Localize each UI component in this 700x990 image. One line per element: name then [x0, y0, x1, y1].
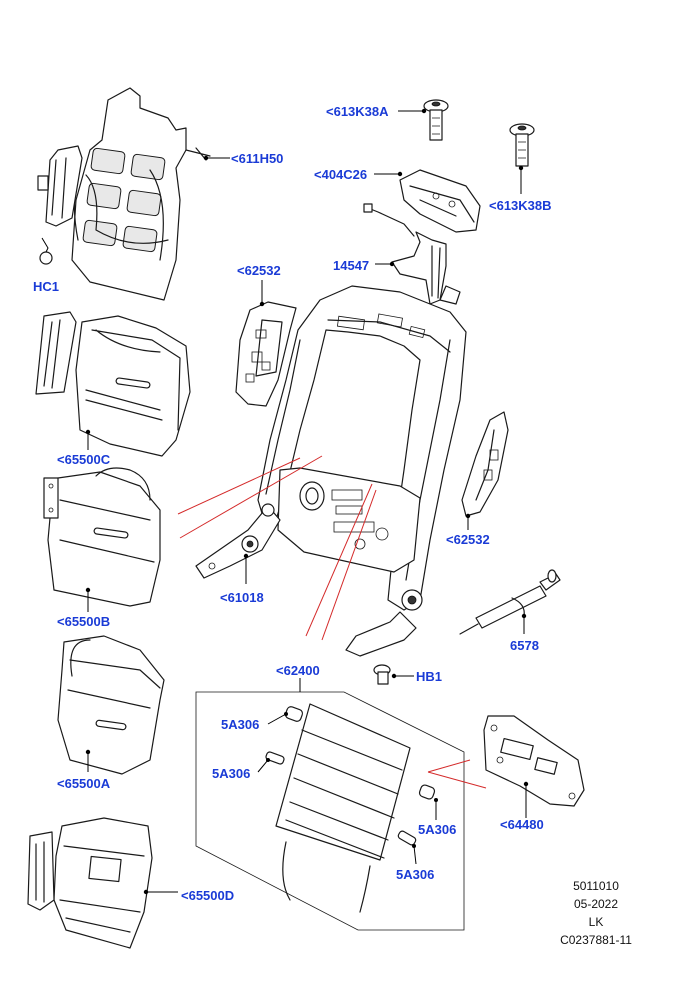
label-hb1: HB1	[416, 669, 443, 684]
label-62532-right: <62532	[446, 532, 490, 547]
bracket-61018	[195, 503, 281, 579]
label-62532-top: <62532	[237, 263, 281, 278]
clip-5A306-c	[418, 784, 436, 800]
seat-back-frame	[257, 285, 467, 657]
label-404C26: <404C26	[314, 167, 368, 182]
heater-element-65500D	[27, 817, 153, 949]
label-61018: <61018	[220, 590, 264, 605]
headrest-guide-613K38B	[509, 123, 535, 167]
label-hc1: HC1	[33, 279, 60, 294]
red-callout-lines	[177, 455, 487, 789]
lumbar-ladder	[275, 703, 411, 913]
label-6578: 6578	[510, 638, 539, 653]
clip-5A306-b	[265, 751, 285, 765]
label-65500B: <65500B	[57, 614, 111, 629]
label-65500A: <65500A	[57, 776, 111, 791]
clip-5A306-a	[284, 706, 304, 722]
ref-code-1: 5011010	[573, 879, 619, 893]
harness-bracket-14547	[363, 203, 461, 305]
ref-date: 05-2022	[573, 897, 619, 911]
trim-panel-62532-right	[461, 411, 509, 517]
mounting-plate-64480	[483, 715, 585, 807]
lumbar-kit-62400	[195, 678, 465, 931]
heater-element-65500B	[43, 467, 161, 607]
label-613K38A: <613K38A	[326, 104, 389, 119]
label-5A306-d: 5A306	[396, 867, 435, 882]
label-5A306-b: 5A306	[212, 766, 251, 781]
headrest-guide-613K38A	[423, 99, 449, 141]
bolt-hb1	[373, 664, 391, 685]
ref-illustration-id: C0237881-11	[560, 933, 632, 947]
clip-5A306-d	[397, 830, 417, 846]
label-5A306-c: 5A306	[418, 822, 457, 837]
trim-panel-62532-left	[235, 301, 297, 407]
heater-mat-assembly-611H50	[37, 87, 211, 301]
label-64480: <64480	[500, 817, 544, 832]
label-65500C: <65500C	[57, 452, 111, 467]
heater-element-65500A	[57, 635, 165, 775]
label-62400: <62400	[276, 663, 320, 678]
label-14547: 14547	[333, 258, 370, 273]
label-5A306-a: 5A306	[221, 717, 260, 732]
ref-initials: LK	[588, 915, 604, 929]
grease-tube-6578	[459, 569, 561, 635]
bracket-404C26	[399, 169, 481, 233]
label-65500D: <65500D	[181, 888, 235, 903]
label-613K38B: <613K38B	[489, 198, 552, 213]
heater-element-65500C	[35, 311, 191, 457]
label-611H50: <611H50	[231, 151, 284, 166]
connector-hc1	[39, 237, 53, 265]
